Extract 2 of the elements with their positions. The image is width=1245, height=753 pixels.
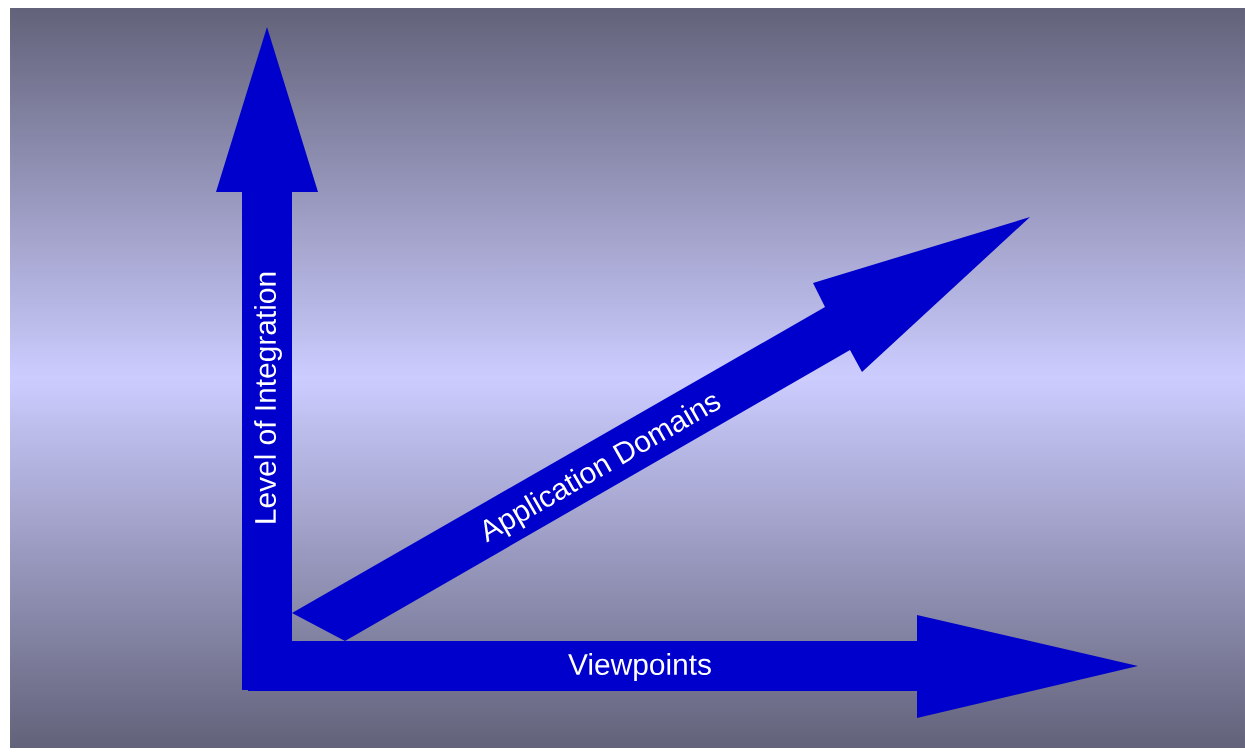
axis-label: Level of Integration <box>254 272 282 523</box>
axis-label: Viewpoints <box>568 653 711 681</box>
